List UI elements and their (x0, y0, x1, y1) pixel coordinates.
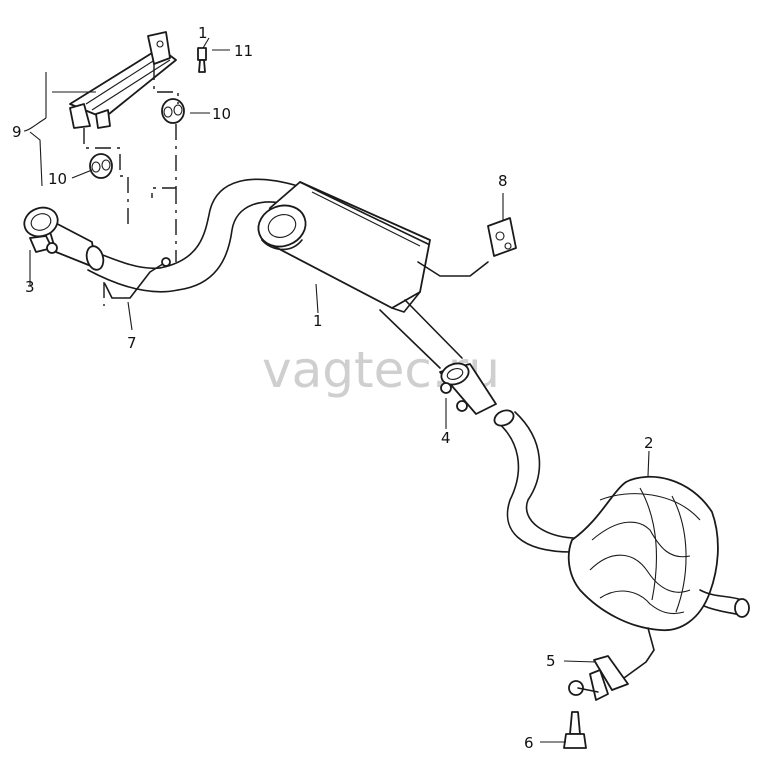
callout-part-3: 3 (25, 278, 35, 296)
callout-part-10-lower: 10 (48, 170, 67, 188)
callout-part-1-top: 1 (198, 24, 208, 42)
center-muffler-part-1 (257, 181, 489, 313)
leader-lines (23, 37, 650, 743)
bracket-assembly-part-9 (52, 31, 177, 129)
rear-bolt-part-6 (563, 711, 587, 749)
rubber-ring-part-10-upper (161, 98, 185, 124)
callout-part-7: 7 (127, 334, 137, 352)
front-clamp-part-3 (23, 206, 97, 269)
bolt-part-11 (197, 47, 207, 73)
middle-clamp-part-4 (439, 362, 497, 415)
callout-part-11: 11 (234, 42, 253, 60)
callout-part-1: 1 (313, 312, 323, 330)
callout-part-6: 6 (524, 734, 534, 752)
callout-part-4: 4 (441, 429, 451, 447)
callout-part-5: 5 (546, 652, 556, 670)
rubber-ring-part-10-lower (89, 153, 113, 179)
mid-pipe (379, 299, 463, 369)
center-pipe-curve (159, 178, 299, 291)
callout-part-10-upper: 10 (212, 105, 231, 123)
rear-hanger-part-5 (568, 655, 629, 701)
rubber-mount-part-8 (487, 217, 517, 257)
callout-part-9: 9 (12, 123, 22, 141)
callout-part-2: 2 (644, 434, 654, 452)
rear-pipe (493, 409, 585, 553)
front-pipe (85, 245, 179, 306)
rear-muffler-part-2 (567, 475, 750, 691)
dashed-routing-lines (83, 64, 179, 262)
callout-part-8: 8 (498, 172, 508, 190)
